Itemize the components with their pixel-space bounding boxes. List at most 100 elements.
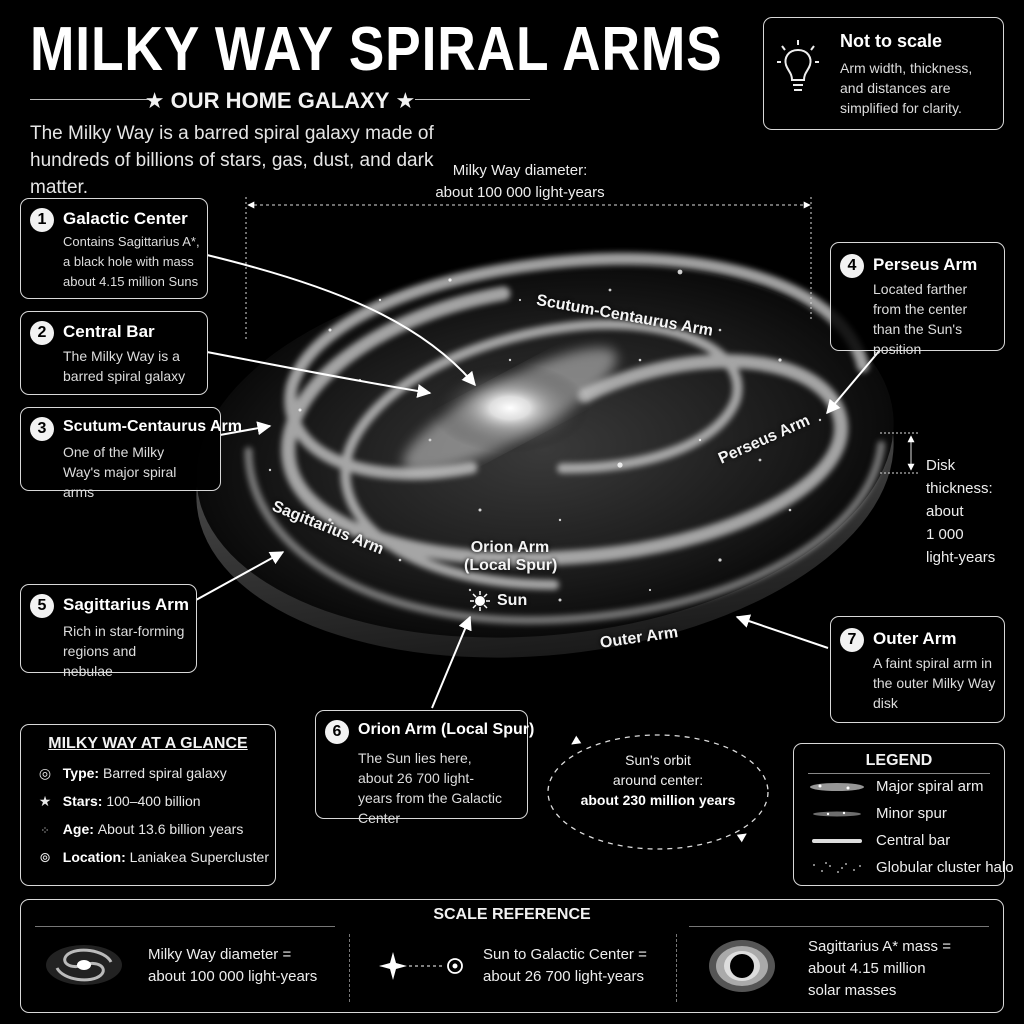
minor-spur-swatch (813, 811, 861, 817)
callout-galactic-center: 1 Galactic Center Contains Sagittarius A… (20, 198, 208, 299)
central-bar-swatch (812, 839, 862, 843)
callout-text: Contains Sagittarius A*, a black hole wi… (63, 234, 200, 289)
intro-text: The Milky Way is a barred spiral galaxy … (30, 123, 434, 198)
callout-title: Central Bar (63, 322, 155, 341)
label-orion: Orion Arm (Local Spur) (464, 539, 557, 575)
callout-scutum-centaurus: 3 Scutum-Centaurus Arm One of the Milky … (20, 407, 242, 500)
callout-perseus: 4 Perseus Arm Located farther from the c… (830, 242, 1005, 357)
not-to-scale-title: Not to scale (840, 31, 943, 51)
not-to-scale-text: Arm width, thickness, and distances are … (840, 60, 973, 116)
scale-line1: Sagittarius A* mass = (808, 938, 951, 955)
star-icon: ★ (144, 88, 171, 113)
scale-heading: SCALE REFERENCE (433, 906, 591, 923)
legend-label: Central bar (876, 832, 951, 849)
galactic-core (430, 363, 590, 453)
not-to-scale-box: Not to scale Arm width, thickness, and d… (763, 17, 1004, 130)
callout-text: The Sun lies here, about 26 700 light-ye… (358, 750, 502, 826)
scale-line2: about 26 700 light-years (483, 968, 644, 985)
glance-value: Laniakea Supercluster (129, 849, 269, 865)
diameter-label-line1: Milky Way diameter: (452, 162, 588, 179)
subtitle: ★ OUR HOME GALAXY ★ (30, 88, 530, 114)
sparkle-icon: ⁘ (40, 825, 50, 837)
star-field (268, 269, 822, 602)
thickness-line2: about (926, 503, 964, 520)
callout-title: Outer Arm (873, 629, 957, 648)
scale-item-sgr-a-mass: Sagittarius A* mass = about 4.15 million… (808, 936, 951, 1002)
orbit-line2: around center: (612, 772, 704, 788)
sun-to-center-icon (379, 952, 463, 980)
scale-line3: solar masses (808, 982, 897, 999)
glance-heading: MILKY WAY AT A GLANCE (48, 735, 248, 752)
callout-number: 4 (840, 254, 864, 278)
black-hole-icon (709, 940, 775, 992)
callout-sagittarius: 5 Sagittarius Arm Rich in star-forming r… (20, 584, 197, 679)
diameter-label: Milky Way diameter: about 100 000 light-… (420, 160, 620, 204)
subtitle-divider-left (30, 99, 150, 100)
arm-scutum-centaurus (281, 286, 849, 566)
legend-item-central-bar: Central bar (808, 830, 998, 852)
major-arm-swatch (810, 783, 864, 791)
diameter-dimension (245, 197, 812, 340)
label-orion-line1: Orion Arm (470, 539, 550, 556)
callout-title: Galactic Center (63, 209, 188, 228)
callout-text: The Milky Way is a barred spiral galaxy (63, 348, 186, 384)
legend-label: Globular cluster halo (876, 859, 1014, 876)
scale-line1: Milky Way diameter = (148, 946, 292, 963)
scale-item-diameter: Milky Way diameter = about 100 000 light… (148, 944, 317, 988)
diameter-label-line2: about 100 000 light-years (435, 184, 605, 201)
glance-row-stars: ★ Stars: 100–400 billion (35, 793, 201, 810)
glance-row-age: ⁘ Age: About 13.6 billion years (35, 821, 243, 837)
legend-label: Minor spur (876, 805, 947, 822)
thickness-label: Disk thickness: about 1 000 light-years (926, 454, 1022, 569)
legend-label: Major spiral arm (876, 778, 984, 795)
callout-text: Located farther from the center than the… (873, 281, 968, 357)
glance-row-location: ⊚ Location: Laniakea Supercluster (35, 849, 269, 866)
glance-panel: MILKY WAY AT A GLANCE ◎ Type: Barred spi… (20, 724, 276, 886)
arm-perseus (284, 252, 869, 480)
page-title: MILKY WAY SPIRAL ARMS (30, 15, 723, 84)
callout-number: 3 (30, 417, 54, 441)
callout-text: One of the Milky Way's major spiral arms (63, 444, 177, 500)
galaxy-icon (46, 945, 122, 985)
galactic-disk (196, 252, 894, 658)
callout-title: Perseus Arm (873, 255, 978, 274)
legend-item-globular-halo: Globular cluster halo (808, 857, 1014, 879)
scale-line2: about 100 000 light-years (148, 968, 318, 985)
spiral-icon: ◎ (38, 765, 52, 781)
label-orion-line2: (Local Spur) (464, 557, 558, 574)
callout-title: Sagittarius Arm (63, 595, 189, 614)
orbit-line1: Sun's orbit (625, 752, 691, 768)
orbit-line3: about 230 million years (580, 792, 736, 808)
lightbulb-icon (777, 40, 819, 91)
glance-label: Location: (62, 849, 126, 865)
callout-title: Scutum-Centaurus Arm (63, 418, 242, 435)
thickness-line1: Disk thickness: (926, 457, 993, 497)
thickness-line4: light-years (926, 549, 996, 566)
legend-item-minor-spur: Minor spur (808, 803, 998, 825)
callout-text: A faint spiral arm in the outer Milky Wa… (873, 655, 996, 711)
scale-divider-right (689, 926, 989, 927)
callout-number: 6 (325, 720, 349, 744)
glance-label: Age: (62, 821, 94, 837)
callout-number: 5 (30, 594, 54, 618)
scale-divider-left (35, 926, 335, 927)
thickness-dimension (880, 432, 918, 474)
scale-reference-panel: SCALE REFERENCE Milky Way diameter = abo… (20, 899, 1004, 1013)
sun-icon (470, 591, 490, 611)
callout-arrows (195, 254, 881, 709)
glance-label: Type: (62, 765, 100, 781)
callout-title: Orion Arm (Local Spur) (358, 721, 535, 738)
scale-separator (676, 934, 678, 1002)
legend-divider (808, 773, 990, 774)
legend-panel: LEGEND Major spiral arm Minor spur Centr… (793, 743, 1014, 886)
subtitle-text: OUR HOME GALAXY (170, 88, 390, 113)
star-icon: ★ (38, 793, 52, 809)
scale-line2: about 4.15 million (808, 960, 926, 977)
thickness-line3: 1 000 (926, 526, 964, 543)
sun-orbit-label: Sun's orbit around center: about 230 mil… (568, 750, 748, 810)
legend-item-major-arm: Major spiral arm (808, 776, 998, 798)
subtitle-row: ★ OUR HOME GALAXY ★ (30, 88, 530, 114)
callout-outer-arm: 7 Outer Arm A faint spiral arm in the ou… (830, 616, 1005, 723)
glance-label: Stars: (62, 793, 103, 809)
arm-outer (244, 440, 886, 625)
